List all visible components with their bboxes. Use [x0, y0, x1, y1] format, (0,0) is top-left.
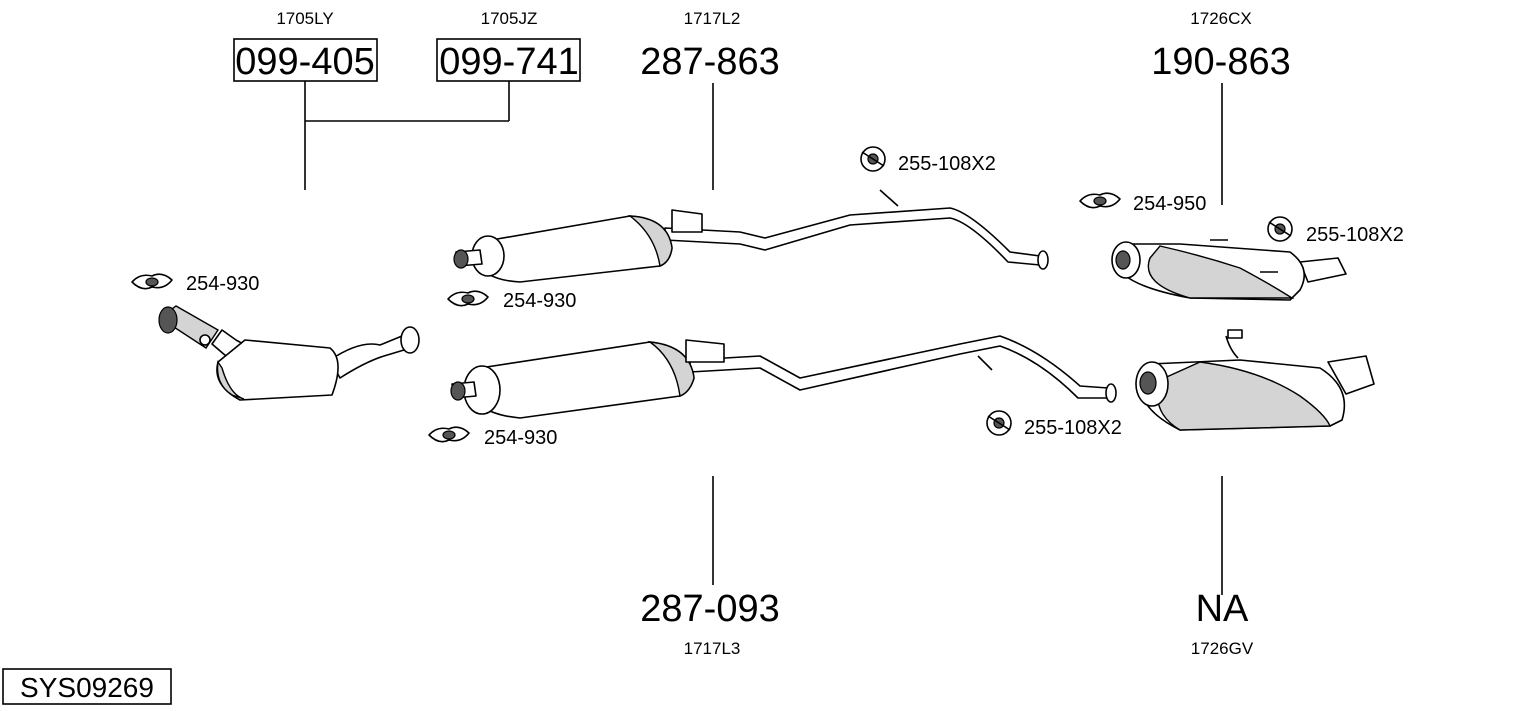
clamp-icon-cat	[131, 273, 173, 290]
system-code-box	[2, 668, 172, 705]
fitting-label-clamp-rear[interactable]: 254-950	[1133, 193, 1206, 215]
fitting-label-hanger-mid-top[interactable]: 255-108X2	[898, 153, 996, 175]
fitting-label-clamp-mid-top[interactable]: 254-930	[503, 290, 576, 312]
hanger-icon-mid-bottom	[986, 410, 1012, 436]
clamp-icon-mid-bottom	[428, 426, 470, 443]
fitting-label-hanger-mid-bottom[interactable]: 255-108X2	[1024, 417, 1122, 439]
part-number-mid-top[interactable]: 287-863	[640, 41, 779, 83]
rear-silencer-bottom-drawing	[1135, 329, 1375, 431]
rear-silencer-top-drawing	[1111, 239, 1347, 301]
part-number-cat[interactable]: 099-405	[235, 41, 374, 83]
fitting-label-hanger-rear[interactable]: 255-108X2	[1306, 224, 1404, 246]
part-number-rear-top[interactable]: 190-863	[1151, 41, 1290, 83]
fitting-label-clamp-mid-bottom[interactable]: 254-930	[484, 427, 557, 449]
oem-code-mid-bottom: 1717L3	[684, 639, 741, 658]
part-number-mid-bottom[interactable]: 287-093	[640, 588, 779, 630]
hanger-icon-mid-top	[860, 146, 886, 172]
mid-silencer-top-drawing	[453, 189, 1049, 283]
catalytic-converter-drawing	[158, 305, 420, 401]
mid-silencer-bottom-drawing	[450, 335, 1117, 419]
part-number-cat-alt[interactable]: 099-741	[439, 41, 578, 83]
oem-code-rear-bottom: 1726GV	[1191, 639, 1254, 658]
oem-code-rear-top: 1726CX	[1190, 9, 1251, 28]
oem-code-cat-alt: 1705JZ	[481, 9, 538, 28]
leader-lines	[304, 81, 1223, 595]
oem-code-cat: 1705LY	[276, 9, 333, 28]
hanger-icon-rear	[1267, 216, 1293, 242]
fitting-label-clamp-cat[interactable]: 254-930	[186, 273, 259, 295]
oem-code-mid-top: 1717L2	[684, 9, 741, 28]
clamp-icon-rear	[1079, 192, 1121, 209]
system-code: SYS09269	[20, 672, 154, 703]
clamp-icon-mid-top	[447, 290, 489, 307]
